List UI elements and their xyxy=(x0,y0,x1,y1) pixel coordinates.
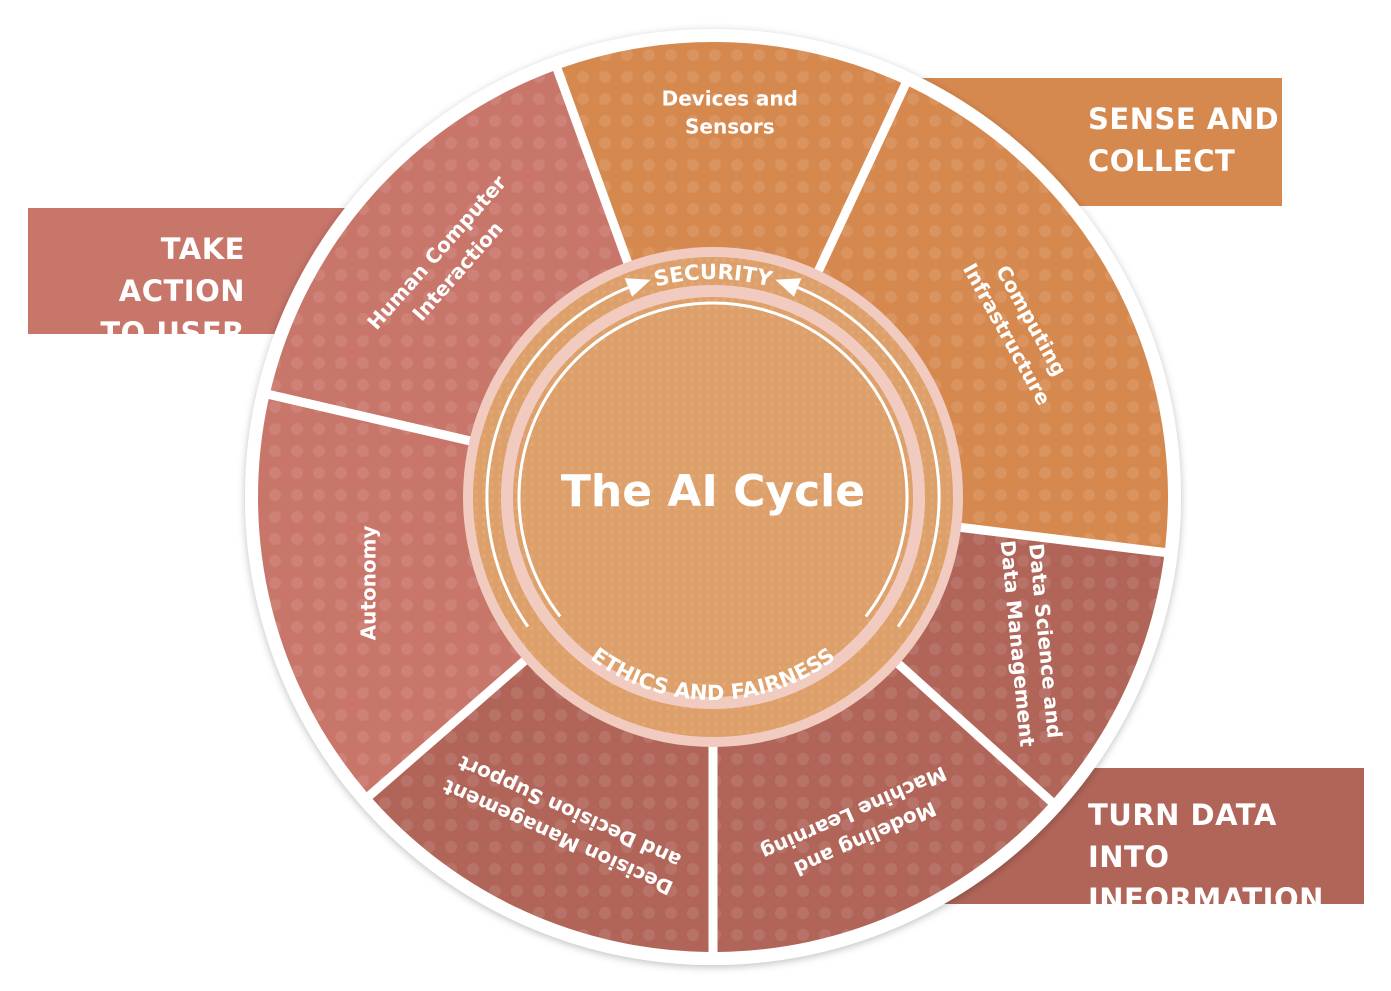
segment-texture xyxy=(888,529,1165,799)
phase-label-line: TO USER xyxy=(100,316,245,350)
cycle-arrow-left xyxy=(485,286,629,628)
phase-label-line: TURN DATA INTO xyxy=(1088,798,1277,874)
arrowhead-icon xyxy=(775,278,802,297)
diagram-title: The AI Cycle xyxy=(561,466,865,517)
arrowhead-icon xyxy=(624,278,651,297)
segment-label-line: Devices and xyxy=(662,86,798,110)
phase-label-line: COLLECT xyxy=(1088,144,1236,178)
segment-texture xyxy=(561,42,902,285)
segment-label-line: Sensors xyxy=(685,114,775,138)
segment-texture xyxy=(270,70,630,441)
phase-label-line: INFORMATION xyxy=(1088,882,1324,916)
phase-label-line: SENSE AND xyxy=(1088,102,1280,136)
phase-label-line: TAKE ACTION xyxy=(118,232,245,308)
segment-label-line: Autonomy xyxy=(357,525,381,640)
segment-texture xyxy=(815,86,1168,548)
cycle-arrow-right xyxy=(797,286,941,628)
center-disc-texture xyxy=(513,297,913,697)
inner-circle-line xyxy=(517,301,909,618)
segment-label-autonomy: Autonomy xyxy=(357,525,381,640)
